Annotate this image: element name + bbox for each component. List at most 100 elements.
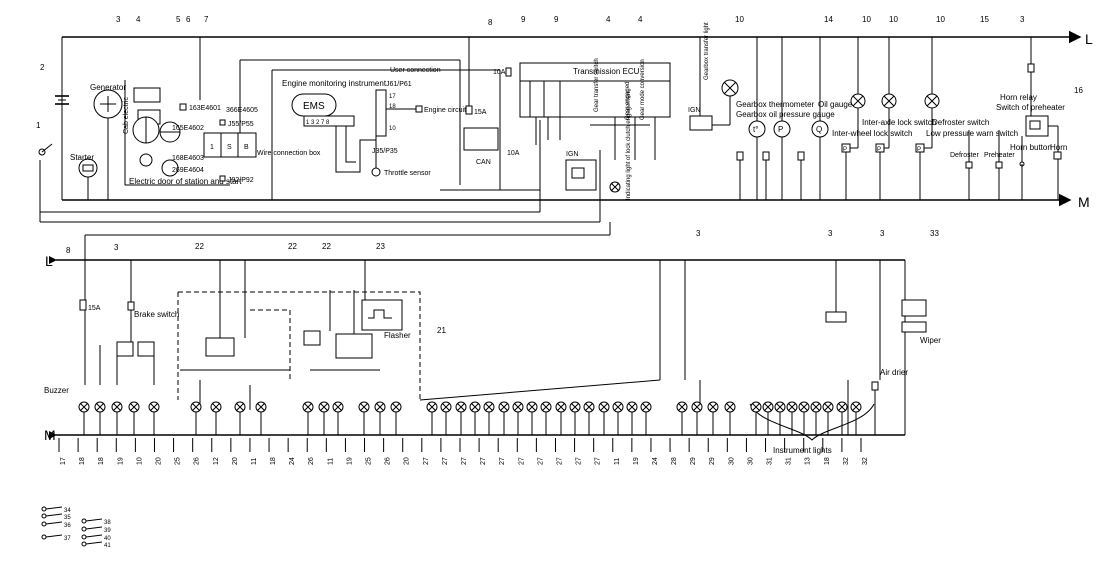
electric-door-label: Electric door of station and start (129, 177, 242, 186)
indicator-lamp (691, 401, 703, 435)
bottom-number: 27 (518, 457, 525, 465)
j61-label: J61/P61 (386, 81, 412, 88)
inter-wheel-lock-label: Inter-wheel lock switch (832, 129, 912, 138)
bottom-number: 29 (709, 457, 716, 465)
callout-number: 15 (980, 15, 989, 24)
wiper-label: Wiper (920, 336, 941, 345)
clutch-engaged-label: Gear engaged (625, 82, 631, 120)
bottom-number: 18 (270, 457, 277, 465)
indicator-lamp (483, 401, 495, 435)
callout-number: 16 (1074, 86, 1083, 95)
callout-number: 3 (696, 229, 701, 238)
generator-label: Generator (90, 83, 126, 92)
indicator-lamp (612, 401, 624, 435)
m-bus-lower: M (44, 427, 905, 443)
ems-label: EMS (303, 101, 325, 112)
l-bus-lower: L (45, 253, 905, 269)
battery-symbol (55, 85, 69, 120)
engine-monitor-label: Engine monitoring instrument (282, 79, 387, 88)
cab-electric-label: Cab electric (123, 97, 130, 134)
indicator-lamp (540, 401, 552, 435)
bottom-number: 24 (289, 457, 296, 465)
lower-left-group: 15A Brake switch Buzzer (44, 260, 179, 395)
indicator-lamp (786, 401, 798, 435)
l-bus-label: L (1085, 31, 1093, 47)
lock-switch-group: Inter-axle lock switch Inter-wheel lock … (832, 37, 1018, 200)
bottom-number: 25 (366, 457, 373, 465)
indicator-lamp (583, 401, 595, 435)
gear-transfer-switch-label: Gear transfer switch (594, 58, 600, 112)
horn-label: Horn (1050, 143, 1067, 152)
preheater-label: Preheater (984, 152, 1015, 159)
starter-symbol: Starter (70, 153, 98, 178)
transmission-ecu-label: Transmission ECU (573, 67, 640, 76)
legend-item: 34 (41, 506, 71, 514)
ems-pins: 1 3 2 7 8 (306, 120, 330, 126)
indicator-lamp (640, 401, 652, 435)
bottom-number: 11 (251, 458, 258, 465)
fuse-10a-lower: 10A (507, 150, 520, 157)
bottom-number: 29 (690, 457, 697, 465)
legend-item: 37 (41, 534, 71, 542)
wire-box-label: Wire connection box (257, 150, 321, 157)
indicator-lamp (798, 401, 810, 435)
legend-item: 39 (81, 526, 111, 534)
indicator-lamp (210, 401, 222, 435)
bottom-number: 26 (308, 457, 315, 465)
bottom-number: 19 (633, 457, 640, 465)
gauge-t: t° (753, 125, 758, 134)
pin-10: 10 (389, 126, 396, 132)
defroster-label: Defroster (950, 152, 979, 159)
callout-number: 9 (554, 15, 559, 24)
bottom-number: 32 (862, 457, 869, 465)
fuse-10a-top: 10A (493, 69, 506, 76)
ign-relay: IGN Indicating light of lock clutch enga… (565, 90, 632, 200)
connector-block: 163E4601 165E4602 168E4603 269E4604 366E… (172, 103, 258, 184)
ign-label-1: IGN (566, 151, 578, 158)
connector-366: 366E4605 (226, 107, 258, 114)
indicator-lamp (569, 401, 581, 435)
gearbox-transfer-light-label: Gearbox transfer light (704, 22, 710, 80)
bottom-number: 31 (767, 457, 774, 465)
indicator-lamp (234, 401, 246, 435)
can-group: 15A CAN (459, 37, 499, 185)
callout-number: 3 (828, 229, 833, 238)
ign-label-2: IGN (688, 107, 700, 114)
user-connection-label: User connection (390, 67, 441, 74)
indicator-lamp (850, 401, 862, 435)
connector-168: 168E4603 (172, 155, 204, 162)
callout-number: 10 (862, 15, 871, 24)
indicator-lamp (469, 401, 481, 435)
legend-item: 40 (81, 534, 111, 542)
buzzer-label: Buzzer (44, 386, 69, 395)
indicator-lamp (626, 401, 638, 435)
bottom-number: 26 (194, 457, 201, 465)
lower-lamp-row (78, 401, 862, 435)
callout-number: 6 (186, 15, 191, 24)
bottom-number: 11 (327, 458, 334, 465)
bottom-number: 24 (652, 457, 659, 465)
svg-text:P: P (843, 147, 847, 153)
bottom-number: 11 (614, 458, 621, 465)
callout-number: 21 (437, 326, 446, 335)
horn-group: Horn relay Switch of preheater Horn butt… (950, 37, 1067, 200)
callout-number: 8 (488, 18, 493, 27)
callout-number: 10 (936, 15, 945, 24)
bottom-number: 10 (136, 457, 143, 465)
bottom-number: 28 (671, 457, 678, 465)
lower-wires: Wiper Air drier Instrument lights (84, 260, 941, 455)
legend-number: 34 (64, 508, 71, 514)
indicator-lamp (78, 401, 90, 435)
defroster-switch-label: Defroster switch (932, 118, 989, 127)
brake-switch-label: Brake switch (134, 310, 179, 319)
gauge-group: Gearbox thermometer Gearbox oil pressure… (736, 37, 853, 200)
legend-number: 39 (104, 528, 111, 534)
indicator-lamp (810, 401, 822, 435)
bottom-number: 17 (60, 457, 67, 465)
callout-number: 22 (288, 242, 297, 251)
inter-axle-lock-label: Inter-axle lock switch (862, 118, 936, 127)
svg-text:P: P (917, 147, 921, 153)
air-drier-label: Air drier (880, 368, 908, 377)
